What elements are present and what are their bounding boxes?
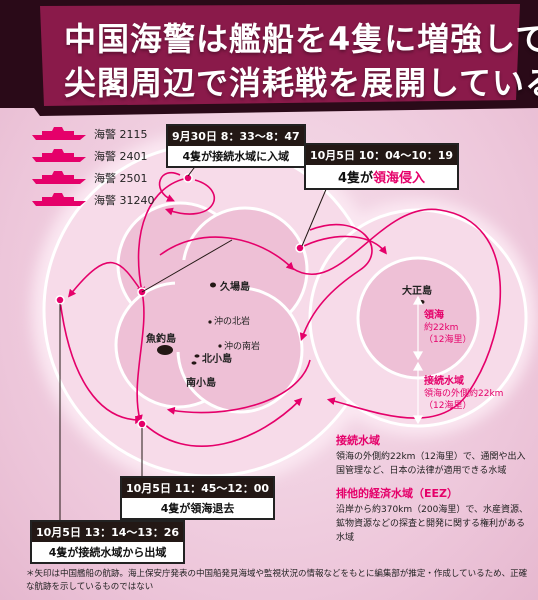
- legend-contiguous: 接続水域 領海の外側約22km （12海里）: [424, 376, 503, 412]
- track-5: [159, 236, 295, 271]
- ship-row: 海警 31240: [30, 190, 170, 209]
- ship-tracks: [59, 172, 502, 447]
- label-minamikojima: 南小島: [186, 378, 216, 389]
- track-12: [299, 235, 387, 255]
- definition-body: 沿岸から約370km（200海里）で、水産資源、鉱物資源などの探査と開発に関する…: [336, 505, 528, 543]
- label-taishojima: 大正島: [402, 286, 432, 297]
- track-8: [134, 291, 145, 424]
- island-kubajima: [210, 282, 216, 288]
- title-line-2: 尖閣周辺で消耗戦を展開している: [64, 64, 538, 102]
- track-4: [68, 261, 143, 298]
- ship-name: 海警 2401: [94, 150, 148, 163]
- track-1: [137, 177, 189, 296]
- track-11: [166, 359, 311, 415]
- definition-body: 領海の外側約22km（12海里）で、通関や出入国管理など、日本の法律が適用できる…: [336, 452, 526, 476]
- callout-desc: 4隻が領海侵入: [306, 165, 457, 188]
- footnote: ＊矢印は中国艦船の航跡。海上保安庁発表の中国船発見海域や監視状況の情報などをもと…: [26, 569, 528, 592]
- callout-desc: 4隻が領海退去: [160, 502, 235, 515]
- callout-oct5c: 10月5日 13：14～13：26 4隻が接続水域から出域: [30, 520, 186, 564]
- ship-name: 海警 2501: [94, 172, 148, 185]
- definitions: 接続水域 領海の外側約22km（12海里）で、通関や出入国管理など、日本の法律が…: [336, 432, 532, 552]
- callout-time: 9月30日 8：33～8：47: [168, 126, 304, 146]
- callout-desc: 4隻が接続水域に入域: [182, 150, 290, 163]
- callout-time: 10月5日 11：45～12：00: [122, 478, 274, 498]
- label-okinokitaiwa: 沖の北岩: [214, 317, 251, 327]
- label-okinominamiiwa: 沖の南岩: [224, 342, 261, 352]
- callout-desc-pre: 4隻が: [337, 171, 374, 186]
- track-2: [164, 179, 215, 216]
- ship-icon: [32, 127, 86, 140]
- pin-oct5b: [137, 419, 147, 429]
- island-kitakojima: [194, 354, 200, 358]
- callout-desc-highlight: 領海侵入: [373, 171, 426, 186]
- callout-time: 10月5日 10：04～10：19: [306, 145, 458, 165]
- definition-title: 排他的経済水域（EEZ）: [336, 487, 459, 500]
- territorial-sea-inner: [175, 260, 247, 352]
- island-uotsurishima: [157, 345, 173, 355]
- track-6: [291, 208, 502, 419]
- track-3: [158, 172, 181, 202]
- islands: [157, 282, 425, 365]
- ship-row: 海警 2401: [30, 146, 170, 165]
- definition-title: 接続水域: [336, 434, 380, 447]
- island-minamikojima: [191, 361, 197, 365]
- ship-icon: [32, 193, 86, 206]
- legend-territorial-detail1: 約22km: [424, 323, 459, 333]
- label-kubajima: 久場島: [220, 282, 250, 293]
- legend-contiguous-detail1: 領海の外側約22km: [424, 389, 504, 399]
- ship-icon: [32, 171, 86, 184]
- banner-bg: [0, 0, 538, 116]
- pin-oct5c: [55, 295, 65, 305]
- island-okinominamiiwa: [218, 344, 222, 348]
- ship-name: 海警 31240: [94, 194, 155, 207]
- legend-arrows: [412, 295, 424, 425]
- callout-time: 10月5日 13：14～13：26: [32, 522, 184, 542]
- legend-territorial-label: 領海: [424, 310, 444, 321]
- track-9: [59, 299, 144, 424]
- ship-row: 海警 2115: [30, 124, 170, 143]
- track-10: [139, 397, 303, 447]
- title-banner: 中国海警は艦船を4隻に増強して 尖閣周辺で消耗戦を展開している: [0, 0, 538, 116]
- callout-sep30: 9月30日 8：33～8：47 4隻が接続水域に入域: [166, 124, 306, 168]
- ship-name: 海警 2115: [94, 128, 148, 141]
- label-uotsurishima: 魚釣島: [146, 334, 176, 345]
- legend-territorial: 領海 約22km （12海里）: [424, 310, 471, 346]
- ship-icon: [32, 149, 86, 162]
- ship-list: 海警 2115 海警 2401 海警 2501 海警 31240: [30, 124, 170, 212]
- legend-territorial-detail2: （12海里）: [424, 335, 472, 345]
- pin-sep30: [183, 173, 193, 183]
- callout-oct5b: 10月5日 11：45～12：00 4隻が領海退去: [120, 476, 276, 520]
- track-7: [299, 223, 373, 342]
- legend-contiguous-detail2: （12海里）: [424, 401, 472, 411]
- legend-contiguous-label: 接続水域: [424, 376, 464, 387]
- label-kitakojima: 北小島: [202, 354, 232, 365]
- title-line-1: 中国海警は艦船を4隻に増強して: [64, 20, 538, 58]
- island-okinokitaiwa: [208, 320, 212, 324]
- callout-oct5a: 10月5日 10：04～10：19 4隻が領海侵入: [304, 143, 460, 190]
- callout-desc: 4隻が接続水域から出域: [48, 546, 167, 559]
- ship-row: 海警 2501: [30, 168, 170, 187]
